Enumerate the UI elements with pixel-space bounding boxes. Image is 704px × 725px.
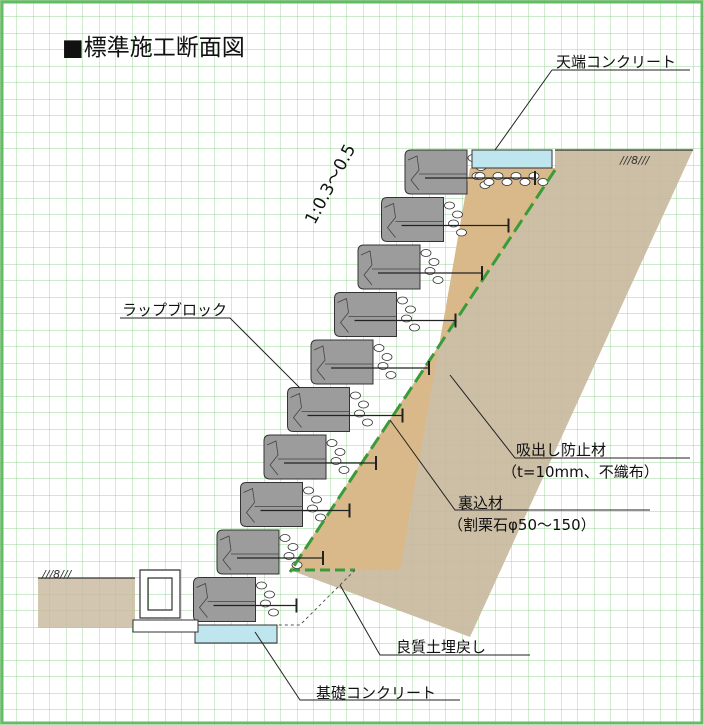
wrap-block <box>240 482 303 527</box>
leader-backfill <box>389 419 650 511</box>
wrap-block <box>381 197 444 242</box>
cobble-stone <box>452 210 463 219</box>
ground-symbol-left: ///8/// <box>41 568 73 581</box>
wrap-block <box>357 244 421 290</box>
wrap-block <box>216 529 280 575</box>
label-base-concrete: 基礎コンクリート <box>316 684 437 702</box>
cobble-stone <box>444 201 455 210</box>
cobble-stone <box>268 608 279 617</box>
drain-channel <box>139 569 181 619</box>
wrap-block <box>334 292 397 337</box>
base-slab <box>132 619 199 633</box>
cobble-stone <box>315 513 326 522</box>
cobble-stone <box>381 353 393 361</box>
label-backfill-2: （割栗石φ50～150） <box>448 516 596 534</box>
cobble-stone <box>256 581 267 590</box>
label-anti-suction-1: 吸出し防止材 <box>516 441 607 459</box>
cobble-stone <box>409 323 420 332</box>
cobble-stone <box>373 344 385 352</box>
cobble-stone <box>264 590 275 599</box>
cobble-stone <box>350 391 361 400</box>
cobble-stone <box>287 543 299 551</box>
cobble-stone <box>303 486 314 495</box>
wrap-blocks <box>193 149 536 622</box>
leader-top-concrete-arrow <box>494 69 553 151</box>
wrap-block <box>404 149 468 195</box>
top-concrete <box>471 149 553 169</box>
label-top-concrete: 天端コンクリート <box>556 53 677 71</box>
cobble-stone <box>405 305 416 314</box>
leader-anti-suction <box>449 374 690 459</box>
cobble-stone <box>311 495 322 504</box>
label-wrap-block: ラップブロック <box>122 301 228 319</box>
cobble-stone <box>420 249 432 257</box>
left-ground <box>38 578 135 628</box>
ground-symbol-right: ///8/// <box>619 154 651 167</box>
wrap-block <box>287 387 350 432</box>
cobble-stone <box>428 258 440 266</box>
leader-wrap-block <box>120 317 301 389</box>
cobble-stone <box>279 534 291 542</box>
cobble-stone <box>501 178 513 186</box>
base-concrete <box>194 624 278 644</box>
anti-suction-filter-line <box>288 169 557 573</box>
wrap-block <box>193 577 256 622</box>
cobble-stone <box>362 418 373 427</box>
cobble-stone <box>483 178 495 186</box>
leader-good-soil <box>339 584 530 656</box>
cobble-stone <box>537 178 549 186</box>
label-backfill-1: 裏込材 <box>458 494 504 512</box>
cobble-stone <box>385 371 397 379</box>
backfill-area <box>290 168 555 570</box>
cobble-stone <box>334 448 346 456</box>
cobble-stone <box>358 400 369 409</box>
cobble-stone <box>432 276 444 284</box>
wrap-block <box>310 339 374 385</box>
cobble-stone <box>397 296 408 305</box>
wrap-block <box>263 434 327 480</box>
cobble-stone <box>338 466 350 474</box>
good-soil-outline <box>275 569 356 626</box>
diagram-title: ■標準施工断面図 <box>62 35 245 61</box>
label-anti-suction-2: （t=10mm、不織布） <box>502 463 659 481</box>
leader-lines <box>120 69 690 701</box>
leader-base <box>254 631 460 701</box>
cobble-stone <box>326 439 338 447</box>
cobble-stone <box>519 178 531 186</box>
label-good-soil: 良質土埋戻し <box>396 638 487 656</box>
cobble-stone <box>456 228 467 237</box>
